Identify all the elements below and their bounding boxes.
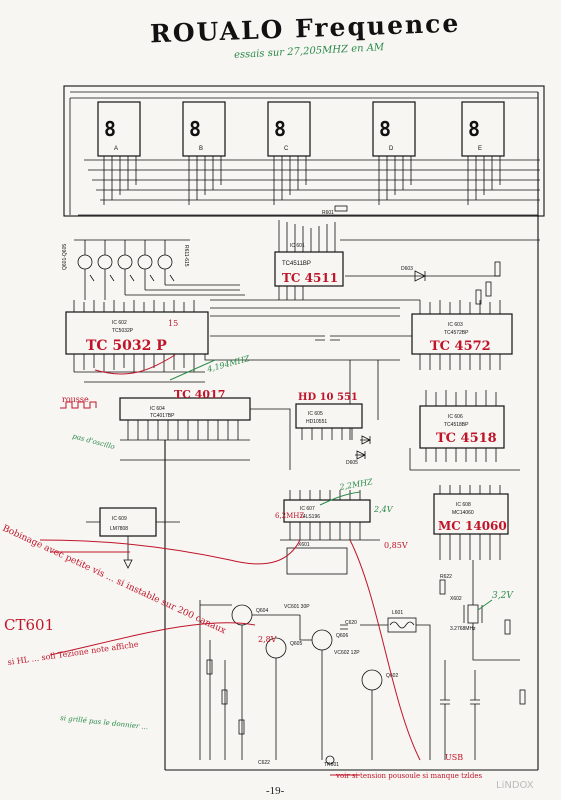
svg-text:IC 608: IC 608 (456, 502, 471, 508)
ic603: IC 603 TC4572BP TC 4572 (411, 300, 513, 370)
svg-text:HD10551: HD10551 (306, 419, 327, 425)
svg-text:74LS196: 74LS196 (300, 514, 320, 520)
svg-text:HD 10 551: HD 10 551 (298, 392, 358, 403)
svg-text:A: A (114, 146, 118, 152)
oscillator-transistors: Q604 Q605 Q606 Q602 (199, 600, 398, 760)
svg-text:C620: C620 (345, 620, 357, 626)
svg-text:IC 609: IC 609 (112, 516, 127, 522)
svg-text:8: 8 (468, 117, 480, 141)
svg-text:2,8V: 2,8V (258, 635, 277, 644)
svg-text:TR601: TR601 (324, 762, 339, 768)
svg-text:3,2V: 3,2V (492, 591, 514, 601)
ic602: IC 602 TC5032P TC 5032 P (65, 299, 420, 383)
display-c: 8 C (267, 101, 311, 157)
svg-text:C: C (284, 146, 289, 152)
frame-lines (63, 85, 545, 771)
svg-text:TC4518BP: TC4518BP (444, 422, 469, 428)
svg-text:si grillé pas le donnier ...: si grillé pas le donnier ... (60, 714, 149, 731)
svg-text:si HL ... soll Tezione note af: si HL ... soll Tezione note affiche (7, 640, 139, 667)
svg-text:Q605: Q605 (290, 641, 302, 647)
display-a: 8 A (97, 101, 141, 157)
ic606: IC 606 TC4518BP TC 4518 (409, 390, 520, 471)
svg-text:TC 4511: TC 4511 (282, 271, 338, 285)
svg-text:X601: X601 (298, 542, 310, 548)
svg-text:TC 4518: TC 4518 (436, 431, 497, 446)
svg-text:USB: USB (445, 753, 463, 762)
svg-text:IC 601: IC 601 (290, 243, 305, 249)
svg-text:TC5032P: TC5032P (112, 328, 134, 334)
svg-text:R622: R622 (440, 574, 452, 580)
svg-text:D603: D603 (401, 266, 413, 272)
svg-text:15: 15 (168, 319, 178, 328)
svg-text:Q606: Q606 (336, 633, 348, 639)
svg-text:8: 8 (189, 117, 201, 141)
ic601: TC4511BP IC 601 TC 4511 (274, 220, 540, 300)
svg-text:D605: D605 (346, 460, 358, 466)
svg-text:IC 606: IC 606 (448, 414, 463, 420)
svg-text:R601: R601 (322, 210, 334, 216)
x602-crystal: X602 3.2768MHz R622 (439, 560, 520, 661)
svg-text:CT601: CT601 (4, 616, 54, 634)
svg-text:8: 8 (379, 117, 391, 141)
svg-text:voir si tension pousoule si ma: voir si tension pousoule si manque tzlde… (335, 772, 482, 780)
ic607: IC 607 74LS196 (280, 490, 380, 541)
svg-text:Q601-Q605: Q601-Q605 (62, 244, 68, 270)
svg-text:IC 605: IC 605 (308, 411, 323, 417)
svg-text:LM7808: LM7808 (110, 526, 128, 532)
svg-text:TC4017BP: TC4017BP (150, 413, 175, 419)
display-b: 8 B (182, 101, 226, 157)
display-e: 8 E (461, 101, 505, 157)
coil-section: L601 VC601 30P VC602 12P C620 TR601 X601… (258, 542, 431, 768)
svg-text:MC14060: MC14060 (452, 510, 474, 516)
svg-text:X602: X602 (450, 596, 462, 602)
svg-text:VC601 30P: VC601 30P (284, 604, 310, 610)
ic605: IC 605 HD10551 HD 10 551 D605 (295, 392, 371, 466)
svg-text:Q602: Q602 (386, 673, 398, 679)
ic604: IC 604 TC4017BP TC 4017 (119, 388, 291, 470)
svg-text:IC 602: IC 602 (112, 320, 127, 326)
svg-text:TC4511BP: TC4511BP (282, 261, 311, 267)
svg-text:VC602 12P: VC602 12P (334, 650, 360, 656)
svg-text:6,2MHZ: 6,2MHZ (275, 512, 304, 520)
svg-text:4,194MHZ: 4,194MHZ (205, 354, 251, 374)
mid-capacitors (204, 335, 412, 440)
svg-text:IC 603: IC 603 (448, 322, 463, 328)
svg-text:IC 607: IC 607 (300, 506, 315, 512)
svg-text:8: 8 (104, 117, 116, 141)
bottom-right-components (440, 619, 526, 760)
svg-text:TC 4572: TC 4572 (430, 339, 491, 354)
svg-text:IC 604: IC 604 (150, 406, 165, 412)
svg-text:B: B (199, 146, 203, 152)
svg-text:C622: C622 (258, 760, 270, 766)
svg-text:Q604: Q604 (256, 608, 268, 614)
svg-text:R611-615: R611-615 (183, 245, 189, 267)
d603-diode: D603 (345, 261, 501, 305)
svg-text:TC 4017: TC 4017 (174, 388, 225, 401)
svg-text:3.2768MHz: 3.2768MHz (450, 626, 476, 632)
display-d: 8 D (372, 101, 416, 157)
svg-text:pas d'oscillo: pas d'oscillo (71, 432, 115, 451)
svg-text:rousse: rousse (62, 395, 89, 404)
ic609: IC 609 LM7808 (86, 507, 180, 569)
svg-text:2,4V: 2,4V (373, 505, 394, 514)
watermark: LiNDOX (496, 780, 534, 791)
svg-text:8: 8 (274, 117, 286, 141)
driver-transistors: Q601-Q605 R611-615 (62, 239, 245, 300)
display-row: 8 A 8 B 8 C 8 D 8 E (97, 101, 505, 205)
svg-text:TC4572BP: TC4572BP (444, 330, 469, 336)
svg-text:TC 5032 P: TC 5032 P (86, 338, 167, 354)
ic608: IC 608 MC14060 MC 14060 (433, 485, 509, 560)
svg-text:0,85V: 0,85V (384, 541, 408, 550)
svg-text:D: D (389, 146, 394, 152)
svg-text:2,2MHZ: 2,2MHZ (338, 477, 374, 492)
svg-text:E: E (478, 146, 482, 152)
svg-text:L601: L601 (392, 610, 403, 616)
r601-resistor: R601 (322, 205, 348, 216)
svg-text:MC 14060: MC 14060 (438, 519, 507, 533)
page-number: -19- (266, 785, 285, 797)
